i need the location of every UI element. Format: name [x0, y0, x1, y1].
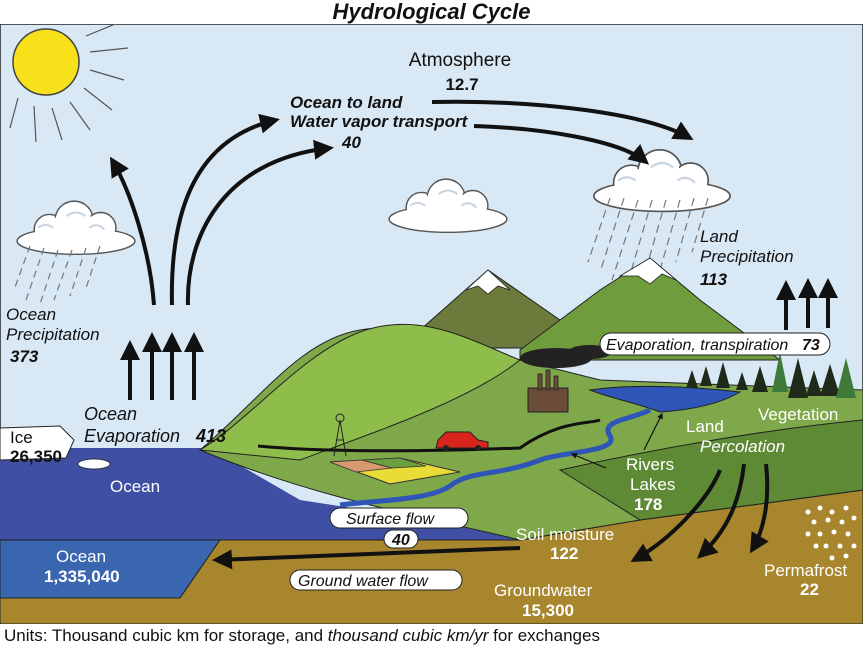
- units-prefix: Units: Thousand cubic km for storage, an…: [4, 626, 328, 645]
- units-caption: Units: Thousand cubic km for storage, an…: [4, 626, 600, 646]
- rivers-line1: Rivers: [626, 455, 674, 474]
- ocean-precip-value: 373: [10, 347, 39, 366]
- rivers-value: 178: [634, 495, 662, 514]
- groundwater-label: Groundwater: [494, 581, 593, 600]
- transport-line2: Water vapor transport: [290, 112, 469, 131]
- units-suffix: for exchanges: [488, 626, 600, 645]
- land-precip-value: 113: [700, 270, 728, 289]
- land-precip-line2: Precipitation: [700, 247, 794, 266]
- permafrost-value: 22: [800, 580, 819, 599]
- ice-label: Ice: [10, 428, 33, 447]
- diagram-title: Hydrological Cycle: [0, 0, 863, 24]
- groundwater-value: 15,300: [522, 601, 574, 620]
- surface-flow-value: 40: [391, 532, 410, 549]
- deep-ocean-value: 1,335,040: [44, 567, 120, 586]
- ice-value: 26,350: [10, 447, 62, 466]
- evapotrans-value: 73: [802, 337, 820, 354]
- ocean-precip-line1: Ocean: [6, 305, 56, 324]
- atmosphere-label: Atmosphere: [409, 50, 511, 71]
- soil-value: 122: [550, 544, 578, 563]
- ocean-precip-line2: Precipitation: [6, 325, 100, 344]
- ocean-evap-value: 413: [195, 426, 226, 446]
- surface-flow-label: Surface flow: [346, 511, 435, 528]
- ocean-evap-line2: Evaporation: [84, 426, 180, 446]
- rivers-line2: Lakes: [630, 475, 675, 494]
- land-precip-line1: Land: [700, 227, 738, 246]
- hydrological-cycle-diagram: Atmosphere 12.7 Ocean to land Water vapo…: [0, 24, 863, 624]
- soil-label: Soil moisture: [516, 525, 614, 544]
- permafrost-label: Permafrost: [764, 561, 847, 580]
- ocean-evap-line1: Ocean: [84, 404, 137, 424]
- groundwater-flow-label: Ground water flow: [298, 573, 429, 590]
- evapotrans-label: Evaporation, transpiration: [606, 337, 788, 354]
- atmosphere-value: 12.7: [445, 75, 478, 94]
- percolation-label: Percolation: [700, 437, 785, 456]
- land-label: Land: [686, 417, 724, 436]
- units-italic: thousand cubic km/yr: [328, 626, 489, 645]
- transport-value: 40: [341, 133, 361, 152]
- deep-ocean-label: Ocean: [56, 547, 106, 566]
- transport-line1: Ocean to land: [290, 93, 403, 112]
- ice-floe: [78, 459, 110, 469]
- vegetation-label: Vegetation: [758, 405, 838, 424]
- ocean-surface-label: Ocean: [110, 477, 160, 496]
